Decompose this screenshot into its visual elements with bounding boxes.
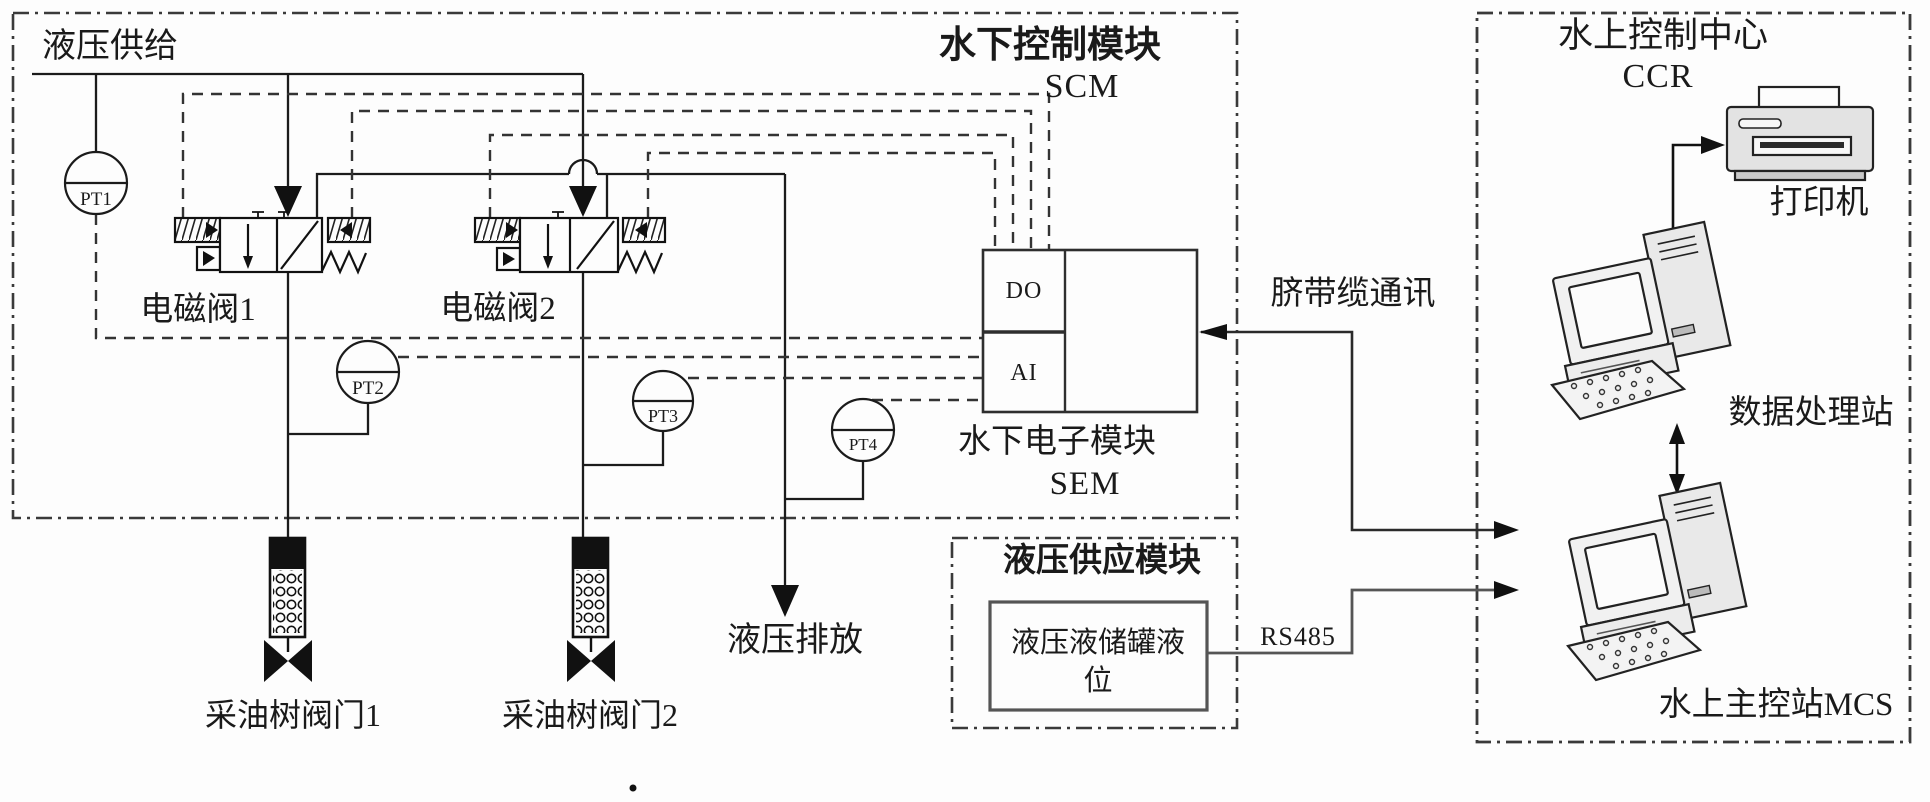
sem-ai-label: AI [1010,360,1038,386]
rs485-label: RS485 [1260,622,1336,651]
pt2-gauge [335,339,401,405]
pt4-gauge [830,397,896,463]
ccr-title: 水上控制中心 [1557,16,1769,55]
tank-level-box [988,600,1209,712]
hsm-title: 液压供应模块 [1003,543,1201,579]
tank-level-label: 液压液储罐液位 [1010,627,1185,697]
sem-abbr: SEM [1049,466,1121,502]
tree-valve-2-label: 采油树阀门2 [501,697,679,733]
valve2-feed-arrow [569,186,597,217]
scan-artifact-dot [629,784,637,792]
data-station-label: 数据处理站 [1728,395,1894,431]
sem-do-label: DO [1005,278,1043,304]
pt3-label: PT3 [647,406,679,426]
sem-box [981,248,1199,414]
umbilical-label: 脐带缆通讯 [1270,276,1436,312]
solenoid-valve-2-symbol [473,211,667,275]
ccr-boundary [1475,11,1912,744]
tree-valve-1-label: 采油树阀门1 [204,697,382,733]
hydraulic-lines [32,72,865,586]
hydraulic-supply-label: 液压供给 [42,28,178,65]
umbilical-line [1199,324,1519,539]
printer-icon [1725,85,1875,182]
computer-icon-mcs [1566,481,1748,682]
pt2-label: PT2 [352,378,384,399]
hydraulic-arrowheads [274,186,799,617]
solenoid-valve-1-label: 电磁阀1 [140,292,256,328]
tree-valve-2-symbol [567,536,615,682]
mcs-label: 水上主控站MCS [1658,687,1894,723]
pt-gauges [63,150,896,463]
pt4-label: PT4 [848,435,878,454]
solenoid-valve-1-symbol [173,211,372,275]
printer-label: 打印机 [1769,185,1869,221]
discharge-arrow [771,585,799,617]
computer-icon-data-station [1550,220,1732,421]
signal-lines [94,92,1051,402]
scm-abbr: SCM [1044,68,1120,105]
hydraulic-discharge-label: 液压排放 [727,622,863,659]
rs485-line [1207,581,1519,655]
scm-title: 水下控制模块 [939,25,1161,66]
valve1-feed-arrow [274,186,302,217]
sem-title: 水下电子模块 [958,424,1156,460]
pt3-gauge [631,369,695,433]
hydraulic-supply-module-boundary [950,536,1239,730]
ccr-abbr: CCR [1622,58,1694,95]
pt1-gauge [63,150,129,216]
tree-valve-1-symbol [264,536,312,682]
scm-boundary [11,11,1239,520]
solenoid-valve-2-label: 电磁阀2 [440,291,556,327]
printer-arrow [1671,136,1725,243]
pt1-label: PT1 [80,189,112,210]
ccr-computers-double-arrow [1669,423,1685,495]
